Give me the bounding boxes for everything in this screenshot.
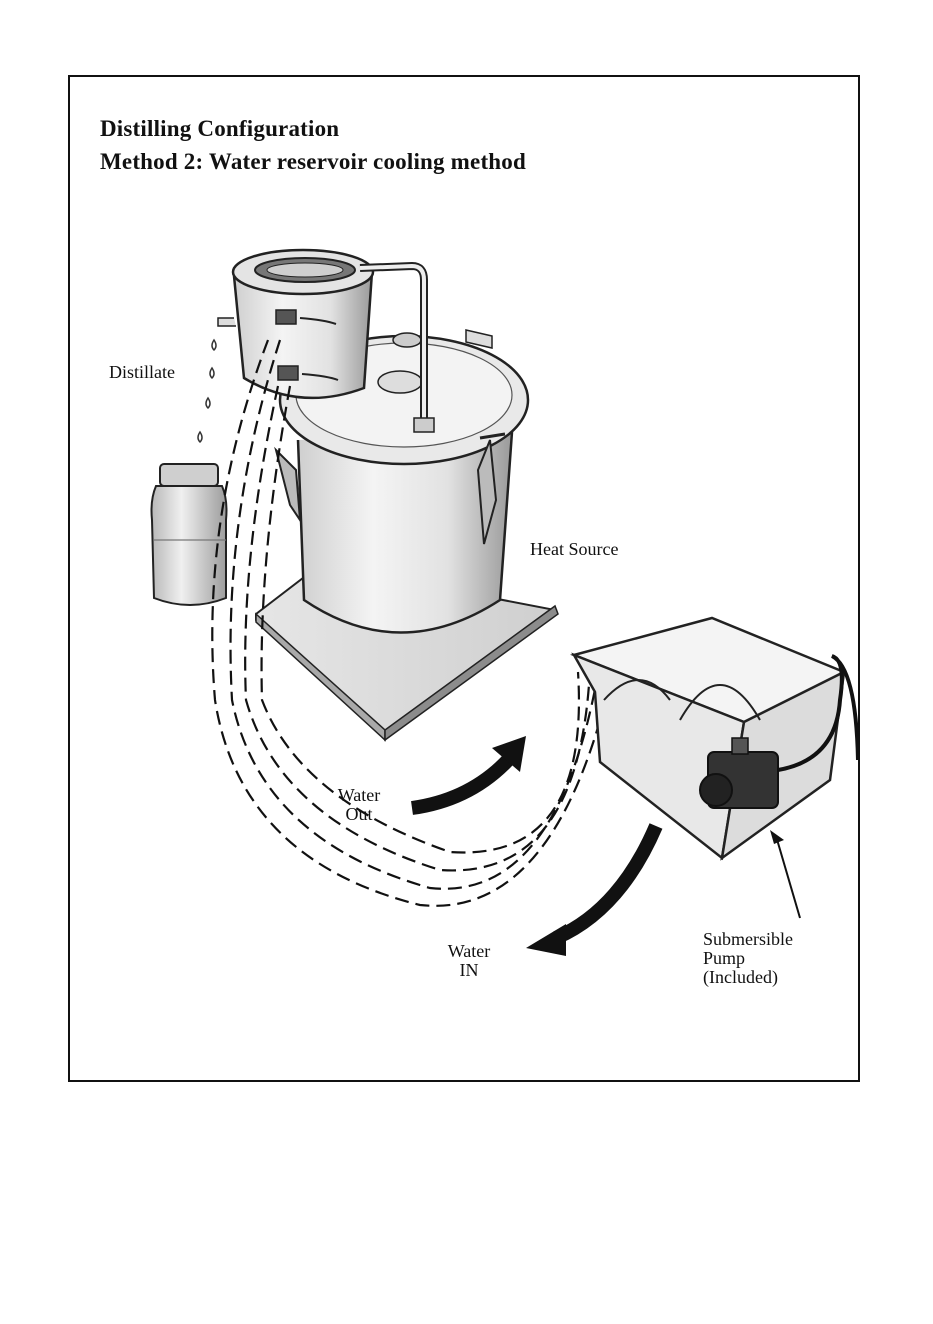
pump-pointer-arrow bbox=[776, 836, 800, 918]
pump-label-line2: Pump bbox=[703, 949, 793, 968]
pump-label: Submersible Pump (Included) bbox=[703, 930, 793, 987]
pump-label-line1: Submersible bbox=[703, 930, 793, 949]
distillate-drops bbox=[198, 340, 216, 442]
water-out-label: Water Out bbox=[326, 786, 392, 824]
water-out-arrow bbox=[412, 736, 526, 808]
water-reservoir bbox=[574, 618, 858, 858]
water-in-label: Water IN bbox=[436, 942, 502, 980]
distillate-label: Distillate bbox=[109, 363, 175, 382]
water-in-label-line1: Water bbox=[436, 942, 502, 961]
water-out-label-line1: Water bbox=[326, 786, 392, 805]
distillate-jar bbox=[152, 464, 227, 605]
water-in-label-line2: IN bbox=[436, 961, 502, 980]
water-out-label-line2: Out bbox=[326, 805, 392, 824]
pump-label-line3: (Included) bbox=[703, 968, 793, 987]
water-in-arrow bbox=[526, 826, 656, 956]
pump-pointer-head bbox=[770, 830, 784, 844]
heat-source-label: Heat Source bbox=[530, 540, 618, 559]
